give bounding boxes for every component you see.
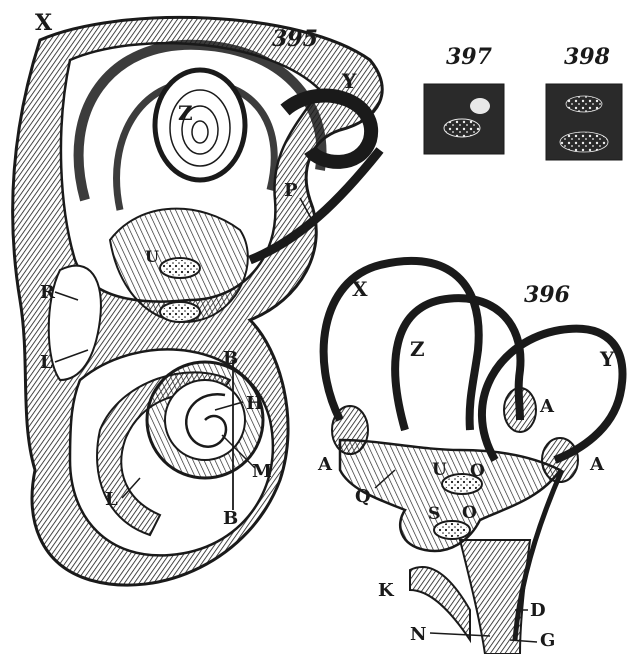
fig395-label-m: M (252, 461, 272, 482)
fig395-label-b1: B (223, 348, 238, 369)
fig396-label-a2: A (317, 454, 333, 475)
fig395-label-y: Y (341, 69, 357, 93)
fig395-label-u: U (145, 247, 159, 266)
fig395-label-b2: B (223, 508, 238, 529)
fig396-otolith-lower-dots (436, 523, 468, 537)
fig396-ampulla-mid (504, 388, 536, 432)
fig398-spot-upper (566, 96, 602, 112)
figure-396 (324, 261, 623, 654)
fig396-label-o1: O (470, 461, 485, 481)
fig396-label-s: S (428, 504, 440, 524)
fig395-otolith-lower-dots (162, 304, 198, 320)
fig396-number: 396 (524, 282, 570, 308)
figure-395 (13, 17, 383, 585)
fig395-label-x: X (35, 10, 53, 36)
fig395-label-z: Z (178, 101, 193, 125)
fig398-spot-lower (560, 132, 608, 152)
figure-398 (546, 84, 622, 160)
fig395-label-r: R (40, 282, 56, 303)
fig395-label-p: P (284, 180, 298, 201)
fig396-label-x: X (352, 277, 368, 301)
fig396-label-k: K (378, 580, 395, 601)
fig397-spot-lower (444, 119, 480, 137)
fig396-label-o2: O (462, 503, 477, 523)
fig396-label-g: G (540, 630, 555, 651)
fig395-label-l1: L (40, 352, 53, 373)
fig396-label-u: U (432, 460, 447, 480)
fig397-number: 397 (446, 44, 493, 70)
fig395-label-l2: L (105, 489, 118, 510)
figure-397 (424, 84, 504, 154)
fig397-spot-upper (470, 98, 490, 114)
fig398-number: 398 (564, 44, 610, 70)
fig395-ampulla-z (155, 70, 245, 180)
fig396-label-n: N (410, 624, 426, 645)
fig395-number: 395 (272, 26, 318, 52)
fig396-label-q: Q (355, 486, 371, 507)
fig396-label-d: D (530, 600, 546, 621)
fig396-label-z: Z (410, 337, 425, 361)
fig396-label-a1: A (539, 396, 555, 417)
fig396-label-y: Y (599, 347, 615, 371)
fig395-label-h: H (246, 393, 263, 414)
fig396-label-a3: A (589, 454, 605, 475)
fig395-otolith-upper-dots (162, 260, 198, 276)
